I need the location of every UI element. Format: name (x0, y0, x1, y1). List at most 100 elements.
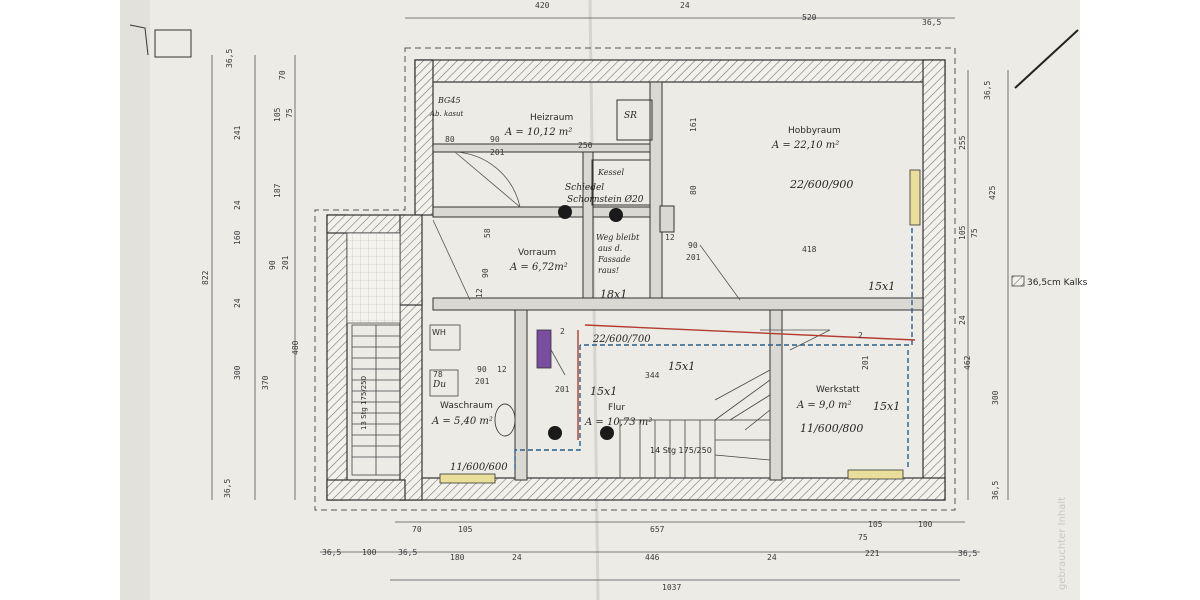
pipe-label-15c: 15x1 (590, 385, 617, 398)
dim-r-255: 255 (958, 135, 967, 150)
dim-l-365: 36,5 (225, 49, 234, 68)
dim-l-187: 187 (273, 183, 282, 198)
dim-i-12b: 12 (665, 233, 675, 242)
dim-l-24b: 24 (233, 298, 242, 308)
dim-r-24: 24 (958, 315, 967, 325)
dim-r-365b: 36,5 (991, 481, 1000, 500)
room-heizraum-area: A = 10,12 m² (504, 127, 572, 138)
dim-l-160: 160 (233, 230, 242, 245)
dim-i-90c: 90 (688, 241, 698, 250)
dim-d-1037: 1037 (662, 583, 681, 592)
room-hobbyraum-note: 22/600/900 (789, 178, 853, 191)
dim-l-300: 300 (233, 365, 242, 380)
dim-b-657: 657 (650, 525, 665, 534)
dim-l-105: 105 (273, 107, 282, 122)
pipe-label-15a: 15x1 (868, 280, 895, 293)
dim-b-100: 100 (918, 520, 933, 529)
chimney-box (591, 159, 651, 206)
side-stairs (351, 324, 401, 476)
dim-i-201a: 201 (490, 148, 505, 157)
dim-l-480: 480 (291, 340, 300, 355)
dim-i-90b: 90 (481, 268, 490, 278)
dim-i-80b: 80 (689, 185, 698, 195)
dim-i-161: 161 (689, 117, 698, 132)
marker-dot-2 (609, 208, 623, 222)
main-stairs (619, 369, 771, 479)
dim-b-105a: 105 (458, 525, 473, 534)
room-vorraum-area: A = 6,72m² (509, 262, 568, 273)
room-werkstatt-name: Werkstatt (816, 385, 860, 395)
dim-b-70: 70 (412, 525, 422, 534)
pipe-label-18: 18x1 (600, 288, 627, 301)
dim-i-418: 418 (802, 245, 817, 254)
room-hobbyraum-area: A = 22,10 m² (771, 140, 839, 151)
pipe-label-15d: 15x1 (873, 400, 900, 413)
room-waschraum-name: Waschraum (440, 401, 493, 411)
room-flur-name: Flur (608, 403, 625, 413)
pipe-label-15b: 15x1 (668, 360, 695, 373)
heater-flur (536, 329, 552, 369)
dim-l-201: 201 (281, 255, 290, 270)
vorraum-note-1: Weg bleibt (596, 233, 640, 242)
watermark-text: gebrauchter Inhalt (1057, 497, 1068, 590)
dim-c-100: 100 (362, 548, 377, 557)
dimension-labels: 420 24 520 36,5 70 105 657 105 100 75 36… (201, 1, 1000, 592)
dim-c-446: 446 (645, 553, 660, 562)
dim-i-201c: 201 (475, 377, 490, 386)
sr-box (616, 99, 653, 141)
dim-i-250: 250 (578, 141, 593, 150)
dim-l-822: 822 (201, 270, 210, 285)
dim-i-90a: 90 (490, 135, 500, 144)
room-waschraum-area: A = 5,40 m² (431, 416, 493, 427)
dim-c-24a: 24 (512, 553, 522, 562)
vorraum-note-4: raus! (598, 266, 619, 275)
dim-i-2a: 2 (858, 331, 863, 340)
wh-box (429, 324, 461, 351)
dim-i-344: 344 (645, 371, 660, 380)
stairs-side-label: 13 Stg 175/250 (360, 376, 368, 430)
dim-b-105b: 105 (868, 520, 883, 529)
dim-l-90: 90 (268, 260, 277, 270)
dim-i-201e: 201 (861, 355, 870, 370)
dim-i-90d: 90 (477, 365, 487, 374)
dim-i-2b: 2 (560, 327, 565, 336)
dim-i-78: 78 (433, 370, 443, 379)
dim-i-201d: 201 (555, 385, 570, 394)
dim-r-300: 300 (991, 390, 1000, 405)
room-hobbyraum-name: Hobbyraum (788, 126, 841, 136)
dim-r-425: 425 (988, 185, 997, 200)
kessel-label: Kessel (597, 168, 624, 177)
exterior-walls (326, 59, 946, 501)
dim-l-70: 70 (278, 70, 287, 80)
chimney-note-1: Schiedel (565, 183, 604, 193)
marker-dot-1 (558, 205, 572, 219)
dim-top-420: 420 (535, 1, 550, 10)
room-werkstatt-note: 11/600/800 (800, 422, 863, 435)
dim-l-75: 75 (285, 108, 294, 118)
room-heizraum-name: Heizraum (530, 113, 573, 123)
room-labels: Heizraum A = 10,12 m² Vorraum A = 6,72m²… (431, 113, 863, 473)
door-swings (432, 151, 831, 376)
corner-sketch (129, 24, 149, 56)
marker-dot-4 (600, 426, 614, 440)
top-note-2: Ab. kasut (429, 110, 464, 118)
dim-r-105: 105 (958, 225, 967, 240)
dimension-lines (211, 17, 1009, 581)
dim-r-75: 75 (970, 228, 979, 238)
shower-box (429, 369, 459, 397)
corner-box (154, 29, 192, 58)
pen-stroke (1014, 29, 1079, 89)
dim-l-24a: 24 (233, 200, 242, 210)
sr-label: SR (624, 111, 637, 121)
paper-shadow-left (120, 0, 150, 600)
dim-top-24: 24 (680, 1, 690, 10)
radiator-hobby (909, 169, 921, 226)
handwritten-notes: Schiedel Schornstein Ø20 Weg bleibt aus … (429, 96, 900, 413)
dim-i-80a: 80 (445, 135, 455, 144)
vorraum-note-2: aus d. (598, 244, 622, 253)
dim-top-365: 36,5 (922, 18, 941, 27)
room-werkstatt-area: A = 9,0 m² (796, 400, 852, 411)
dim-i-58: 58 (483, 228, 492, 238)
